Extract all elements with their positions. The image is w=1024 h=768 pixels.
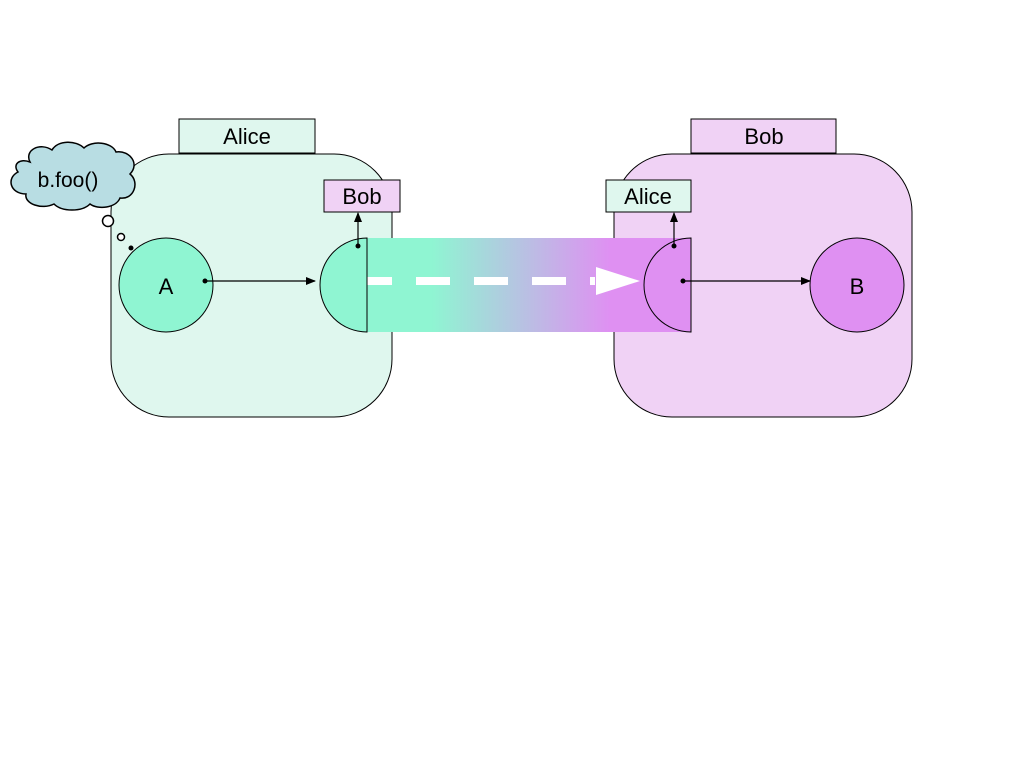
vat-bob-label: Bob xyxy=(744,124,783,149)
arrow-a-to-proxy xyxy=(202,277,316,285)
thought-bubble: b.foo() xyxy=(10,141,136,251)
thought-dot-small xyxy=(128,245,134,251)
alice-side-ref: Bob xyxy=(323,179,401,249)
object-a-label: A xyxy=(159,274,174,299)
alice-side-ref-label: Bob xyxy=(342,184,381,209)
connection-arrowhead xyxy=(596,267,640,295)
connection-arrow xyxy=(358,267,640,295)
thought-dot-medium xyxy=(116,232,126,242)
vat-alice: Alice xyxy=(110,118,393,418)
object-b-circle xyxy=(809,237,905,333)
vat-alice-label: Alice xyxy=(223,124,271,149)
object-a-circle xyxy=(118,237,214,333)
object-a: A xyxy=(118,237,214,333)
alice-proxy-half-circle xyxy=(319,237,368,333)
bob-side-ref: Alice xyxy=(605,179,692,249)
thought-label: b.foo() xyxy=(38,169,99,192)
alice-side-ref-box xyxy=(323,179,401,213)
thought-dot-large xyxy=(101,214,115,228)
thought-cloud xyxy=(10,141,136,211)
object-b-label: B xyxy=(850,274,865,299)
connection-band xyxy=(367,238,691,332)
arrow-proxy-to-b xyxy=(680,277,811,285)
bob-proxy-half-circle xyxy=(643,237,692,333)
bob-side-ref-label: Alice xyxy=(624,184,672,209)
bob-side-ref-box xyxy=(605,179,692,213)
object-b: B xyxy=(809,237,905,333)
vat-alice-tab xyxy=(178,118,316,154)
vat-bob: Bob xyxy=(613,118,913,418)
vat-bob-tab xyxy=(690,118,837,154)
